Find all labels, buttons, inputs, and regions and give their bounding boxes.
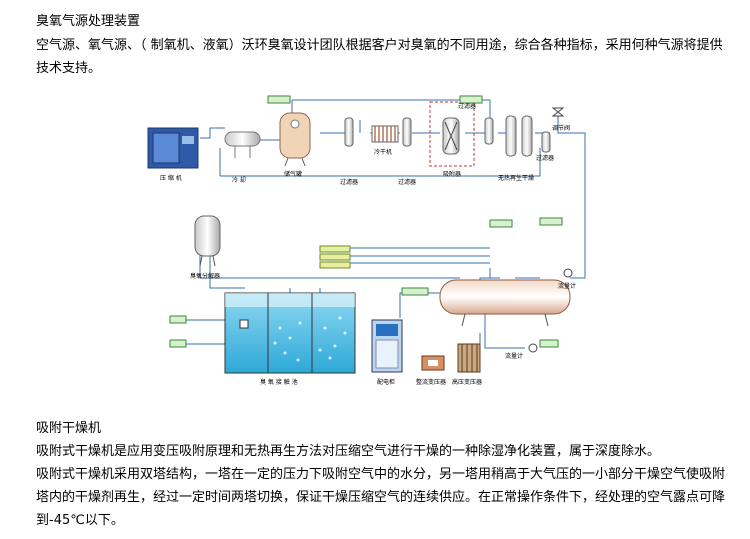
filter-2-label: 过滤器: [398, 178, 416, 186]
ozone-source-process-diagram: 压 缩 机 冷 却 储气罐 过滤器 冷干机 过滤器 吸附器: [147, 95, 586, 386]
section1-paragraph: 空气源、氧气源、（ 制氧机、液氧）沃环臭氧设计团队根据客户对臭氧的不同用途，综合…: [36, 38, 723, 76]
buffer-tank-label: 储气罐: [284, 170, 302, 178]
regulating-valve: 调节阀: [551, 107, 570, 132]
adsorption-label: 吸附器: [443, 170, 461, 178]
flowmeter-1-label: 流量计: [558, 282, 576, 290]
filter-3-label: 过滤器: [458, 102, 476, 110]
green-indicator-tags: [169, 95, 563, 348]
filter-3: 过滤器: [458, 102, 494, 145]
flowmeter-1: 流量计: [558, 268, 576, 290]
regulating-valve-label: 调节阀: [552, 124, 570, 132]
cooler-label: 冷 却: [232, 176, 246, 184]
cooler: 冷 却: [224, 131, 261, 184]
heatless-regen-dryer: 无热再生干燥: [498, 115, 534, 182]
filter-2: 过滤器: [398, 117, 416, 186]
hv-transformer: 高压变压器: [452, 343, 482, 386]
filter-4-label: 过滤器: [536, 154, 554, 162]
power-cabinet-label: 配电柜: [377, 378, 395, 386]
transformer: 整流变压器: [416, 355, 446, 386]
flowmeter-2: 流量计: [505, 343, 538, 360]
buffer-tank: 储气罐: [279, 112, 311, 178]
compressor-label: 压 缩 机: [160, 174, 182, 182]
flowmeter-2-label: 流量计: [505, 352, 523, 360]
ozone-separator: 臭氧分解器: [190, 215, 221, 280]
cold-dryer-label: 冷干机: [374, 148, 392, 156]
section2-paragraph1: 吸附式干燥机是应用变压吸附原理和无热再生方法对压缩空气进行干燥的一种除湿净化装置…: [36, 444, 661, 459]
contact-tank-label: 臭 氧 接 触 池: [260, 378, 298, 386]
section2-paragraph2: 吸附式干燥机采用双塔结构，一塔在一定的压力下吸附空气中的水分，另一塔用稍高于大气…: [36, 467, 726, 528]
ozone-separator-label: 臭氧分解器: [190, 272, 220, 280]
cold-dryer: 冷干机: [371, 125, 399, 156]
filter-4: 过滤器: [536, 131, 554, 162]
adsorption-unit: 吸附器: [429, 101, 475, 178]
section2-title: 吸附干燥机: [36, 421, 102, 436]
ozone-generator: [439, 279, 571, 327]
contact-tank: 臭 氧 接 触 池: [224, 292, 356, 386]
filter-1: 过滤器: [340, 117, 358, 186]
power-cabinet: 配电柜: [371, 319, 403, 386]
compressor: 压 缩 机: [147, 127, 199, 182]
transformer-label: 整流变压器: [416, 378, 446, 386]
heatless-regen-label: 无热再生干燥: [498, 174, 534, 182]
hv-transformer-label: 高压变压器: [452, 378, 482, 386]
filter-1-label: 过滤器: [340, 178, 358, 186]
section1-title: 臭氧气源处理装置: [36, 14, 141, 29]
